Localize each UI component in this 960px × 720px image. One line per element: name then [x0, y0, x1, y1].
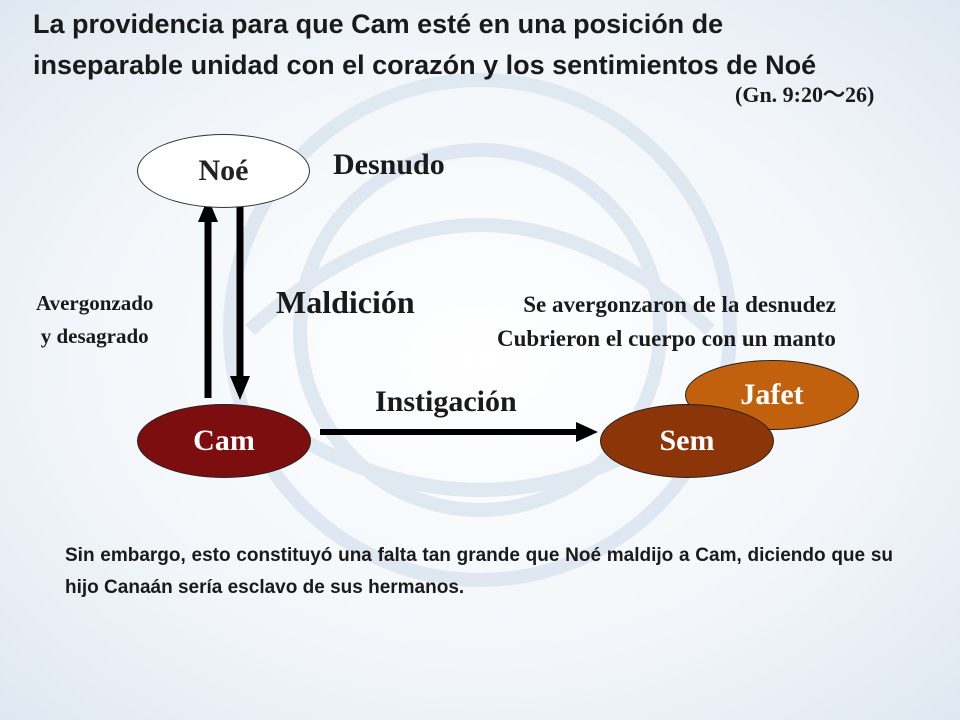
node-cam: Cam [137, 404, 311, 478]
explanation-paragraph: Sin embargo, esto constituyó una falta t… [65, 545, 893, 598]
arrow-cam-to-sem [320, 422, 598, 442]
arrow-cam-to-noe [198, 198, 218, 398]
node-noe: Noé [137, 134, 310, 208]
page-title: La providencia para que Cam esté en una … [33, 4, 816, 86]
node-sem-label: Sem [659, 424, 715, 457]
label-desnudo: Desnudo [333, 148, 445, 181]
label-maldicion: Maldición [276, 284, 415, 320]
label-se-avergonzaron: Se avergonzaron de la desnudez [523, 292, 836, 317]
node-noe-label: Noé [198, 154, 249, 187]
label-avergonzado-line-2: y desagrado [40, 324, 149, 348]
node-sem: Sem [600, 404, 774, 478]
label-instigacion: Instigación [375, 385, 517, 418]
title-line-2: inseparable unidad con el corazón y los … [33, 50, 817, 80]
node-jafet-label: Jafet [740, 378, 804, 411]
label-avergonzado-line-1: Avergonzado [36, 291, 154, 315]
title-line-1: La providencia para que Cam esté en una … [33, 9, 724, 39]
node-cam-label: Cam [193, 424, 255, 457]
arrow-noe-to-cam [230, 204, 250, 400]
label-sons-action: Se avergonzaron de la desnudez Cubrieron… [497, 288, 836, 356]
label-cubrieron: Cubrieron el cuerpo con un manto [497, 326, 836, 351]
scripture-reference: (Gn. 9:20～26) [735, 82, 875, 107]
label-avergonzado: Avergonzado y desagrado [36, 287, 153, 353]
